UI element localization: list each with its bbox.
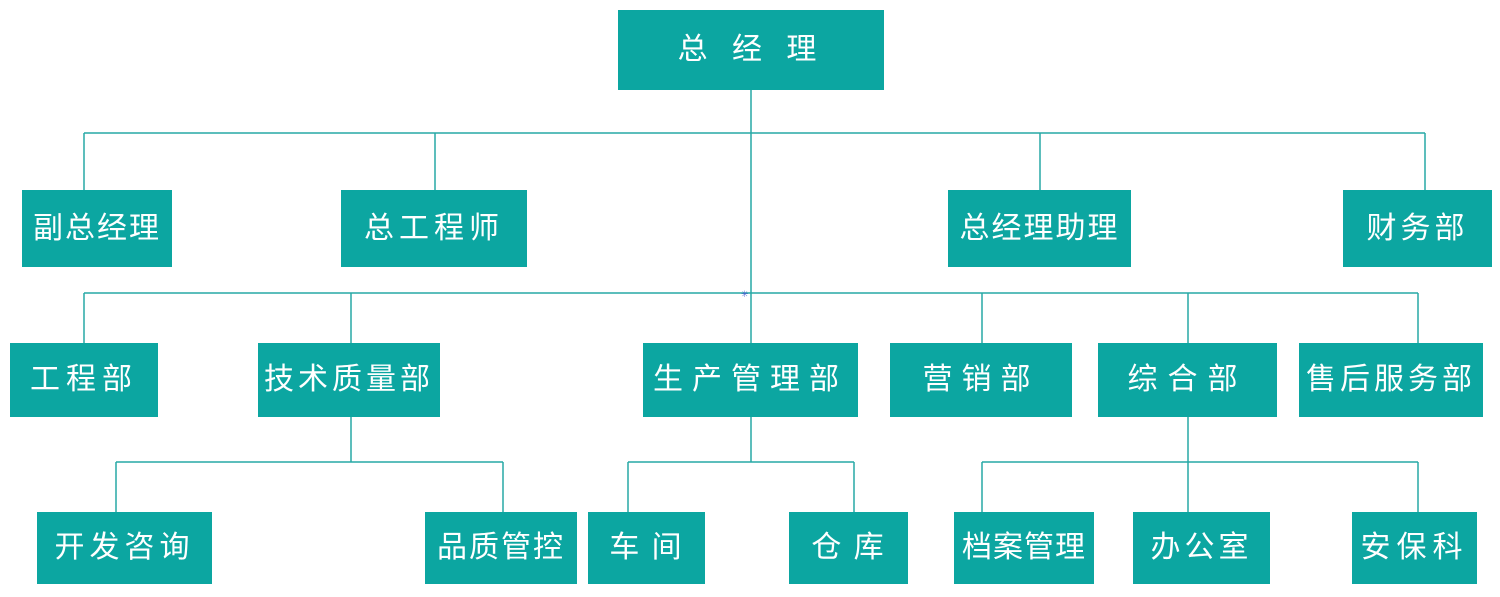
org-node-gm-assistant: 总经理助理 [948,190,1131,267]
org-node-tech-quality-dept: 技术质量部 [258,343,440,417]
org-node-after-sales-dept: 售后服务部 [1299,343,1483,417]
org-node-production-mgmt-dept: 生产管理部 [643,343,858,417]
org-node-workshop: 车 间 [588,512,705,584]
org-node-archives-mgmt: 档案管理 [954,512,1094,584]
org-node-warehouse: 仓 库 [789,512,908,584]
org-node-deputy-general-manager: 副总经理 [22,190,172,267]
org-node-marketing-dept: 营销部 [890,343,1072,417]
org-node-quality-control: 品质管控 [425,512,577,584]
stray-mark-artifact: ✳ [741,289,749,299]
org-node-chief-engineer: 总工程师 [341,190,527,267]
org-node-office: 办公室 [1133,512,1270,584]
org-node-security-section: 安保科 [1352,512,1477,584]
org-node-engineering-dept: 工程部 [10,343,158,417]
org-node-finance-dept: 财务部 [1343,190,1492,267]
org-node-general-affairs-dept: 综合部 [1098,343,1277,417]
org-node-general-manager: 总 经 理 [618,10,884,90]
org-node-dev-consulting: 开发咨询 [37,512,212,584]
